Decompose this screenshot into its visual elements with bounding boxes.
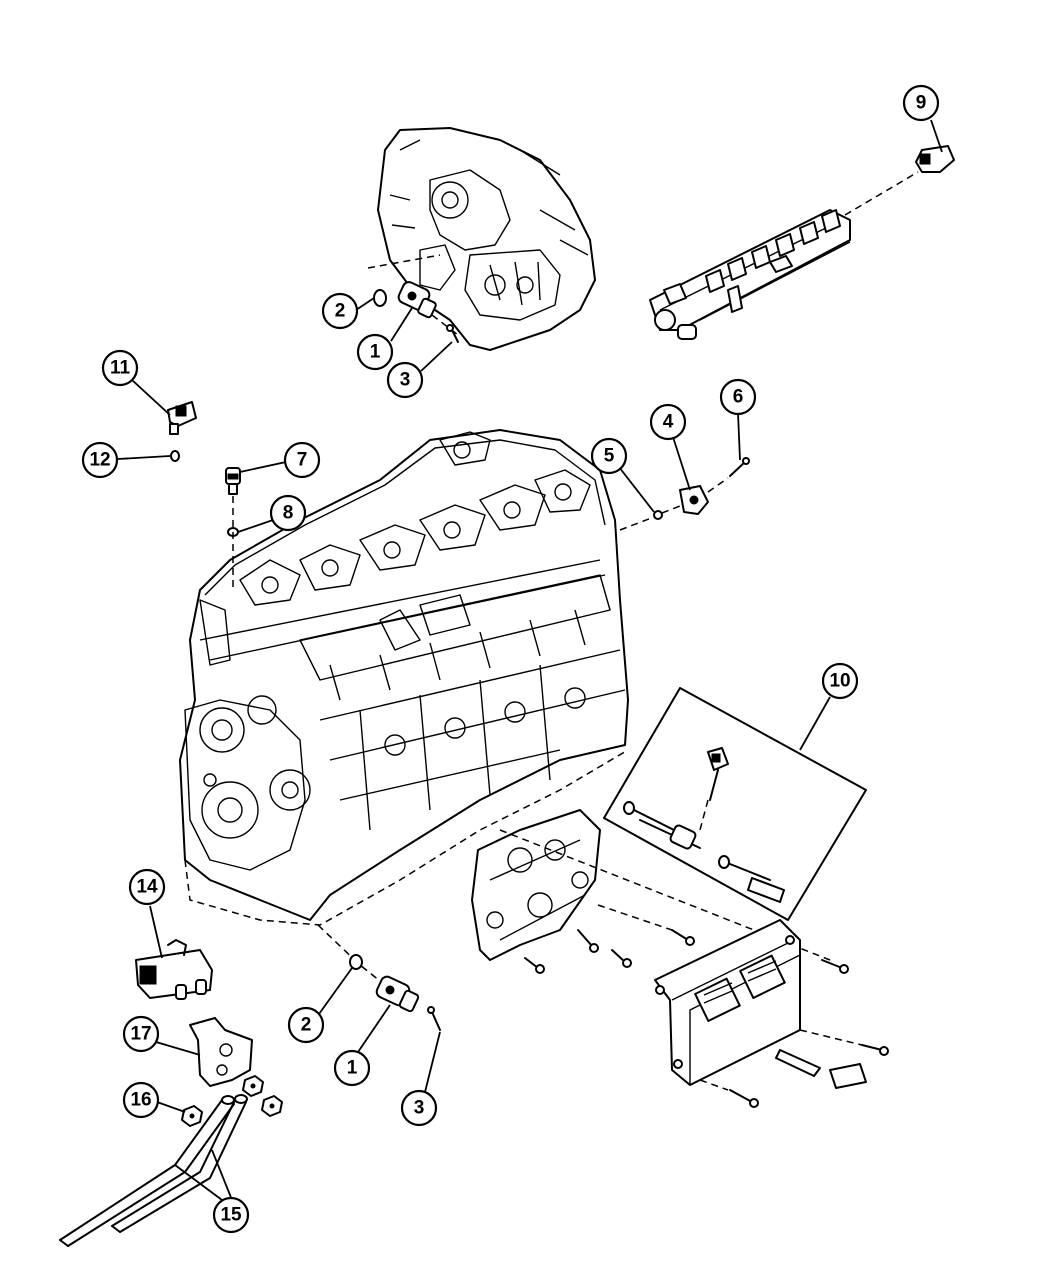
mounting-line-top-1 <box>367 254 441 269</box>
callout-label-5: 5 <box>604 446 615 467</box>
map-sensor[interactable] <box>167 401 197 435</box>
callout-label-16: 16 <box>130 1090 151 1111</box>
callout-label-6: 6 <box>733 387 744 408</box>
callout-14: 14 <box>128 868 166 906</box>
callout-1-bottom: 1 <box>333 1049 371 1087</box>
callout-label-14: 14 <box>136 877 158 898</box>
callout-label-4: 4 <box>663 412 674 433</box>
callout-label-12: 12 <box>89 450 110 471</box>
callout-4: 4 <box>649 403 687 441</box>
mounting-line-cam-sensor <box>619 477 729 531</box>
callout-1-top: 1 <box>356 333 394 371</box>
callout-3-top: 3 <box>386 361 424 399</box>
callout-17: 17 <box>122 1015 160 1053</box>
callout-label-3-top: 3 <box>400 370 411 391</box>
engine-rear-view-illustration <box>377 127 596 351</box>
ecm-bolts <box>729 959 889 1108</box>
engine-block-illustration <box>179 429 629 926</box>
coolant-temperature-sensor[interactable] <box>225 467 241 495</box>
nut-1[interactable] <box>242 1075 264 1097</box>
engine-control-module[interactable] <box>654 919 801 1086</box>
callout-label-8: 8 <box>283 503 294 524</box>
crankshaft-position-sensor-top[interactable] <box>397 280 437 319</box>
screw-top[interactable] <box>446 324 459 343</box>
callout-3-bottom: 3 <box>400 1089 438 1127</box>
callout-12: 12 <box>81 441 119 479</box>
o-ring-bottom[interactable] <box>349 954 363 970</box>
callout-5: 5 <box>590 437 628 475</box>
o-ring-top[interactable] <box>373 289 387 307</box>
callout-label-9: 9 <box>916 93 927 114</box>
callout-7: 7 <box>283 441 321 479</box>
callout-9: 9 <box>902 84 940 122</box>
callout-label-11: 11 <box>110 358 131 379</box>
callout-label-1-bottom: 1 <box>347 1058 358 1079</box>
callout-label-2-top: 2 <box>335 301 346 322</box>
ecm-mounting-bracket <box>471 809 601 961</box>
callout-label-15: 15 <box>220 1205 242 1226</box>
screw-bottom[interactable] <box>427 1006 441 1031</box>
sensor-bracket[interactable] <box>189 1017 253 1087</box>
nut-3[interactable] <box>181 1105 203 1127</box>
callout-2-top: 2 <box>321 292 359 330</box>
callout-11: 11 <box>101 349 139 387</box>
callout-label-7: 7 <box>297 450 308 471</box>
o-ring-cam-sensor[interactable] <box>653 510 663 520</box>
callout-label-10: 10 <box>829 671 850 692</box>
kit-box-outline <box>603 687 867 921</box>
callout-label-2-bottom: 2 <box>301 1015 312 1036</box>
mounting-line-bottom-sensor <box>317 924 386 986</box>
bracket-bolts <box>524 929 695 974</box>
o-ring-map[interactable] <box>170 450 180 462</box>
fuel-rail-pressure-sensor[interactable] <box>915 145 955 173</box>
fuel-rail-illustration <box>649 209 851 340</box>
mounting-line-bracket-2 <box>597 904 673 931</box>
callout-2-bottom: 2 <box>287 1006 325 1044</box>
callout-10: 10 <box>821 662 859 700</box>
mounting-line-fuel-rail <box>844 171 919 216</box>
kit-harness[interactable] <box>623 801 785 903</box>
callout-16: 16 <box>122 1081 160 1119</box>
camshaft-position-sensor[interactable] <box>679 485 709 515</box>
screw-cam-sensor[interactable] <box>729 457 750 477</box>
callout-8: 8 <box>269 494 307 532</box>
callout-label-17: 17 <box>130 1024 151 1045</box>
mounting-line-kit <box>699 799 709 831</box>
kit-sensor[interactable] <box>707 747 729 801</box>
mounting-line-ecm <box>699 1029 863 1091</box>
callout-15: 15 <box>212 1196 250 1234</box>
nut-2[interactable] <box>261 1095 283 1117</box>
leader-lines <box>117 119 943 1201</box>
exhaust-pressure-sensor[interactable] <box>135 939 213 1000</box>
crankshaft-position-sensor-bottom[interactable] <box>375 975 420 1013</box>
callout-label-1-top: 1 <box>370 342 381 363</box>
callout-6: 6 <box>719 378 757 416</box>
callout-label-3-bottom: 3 <box>414 1098 425 1119</box>
